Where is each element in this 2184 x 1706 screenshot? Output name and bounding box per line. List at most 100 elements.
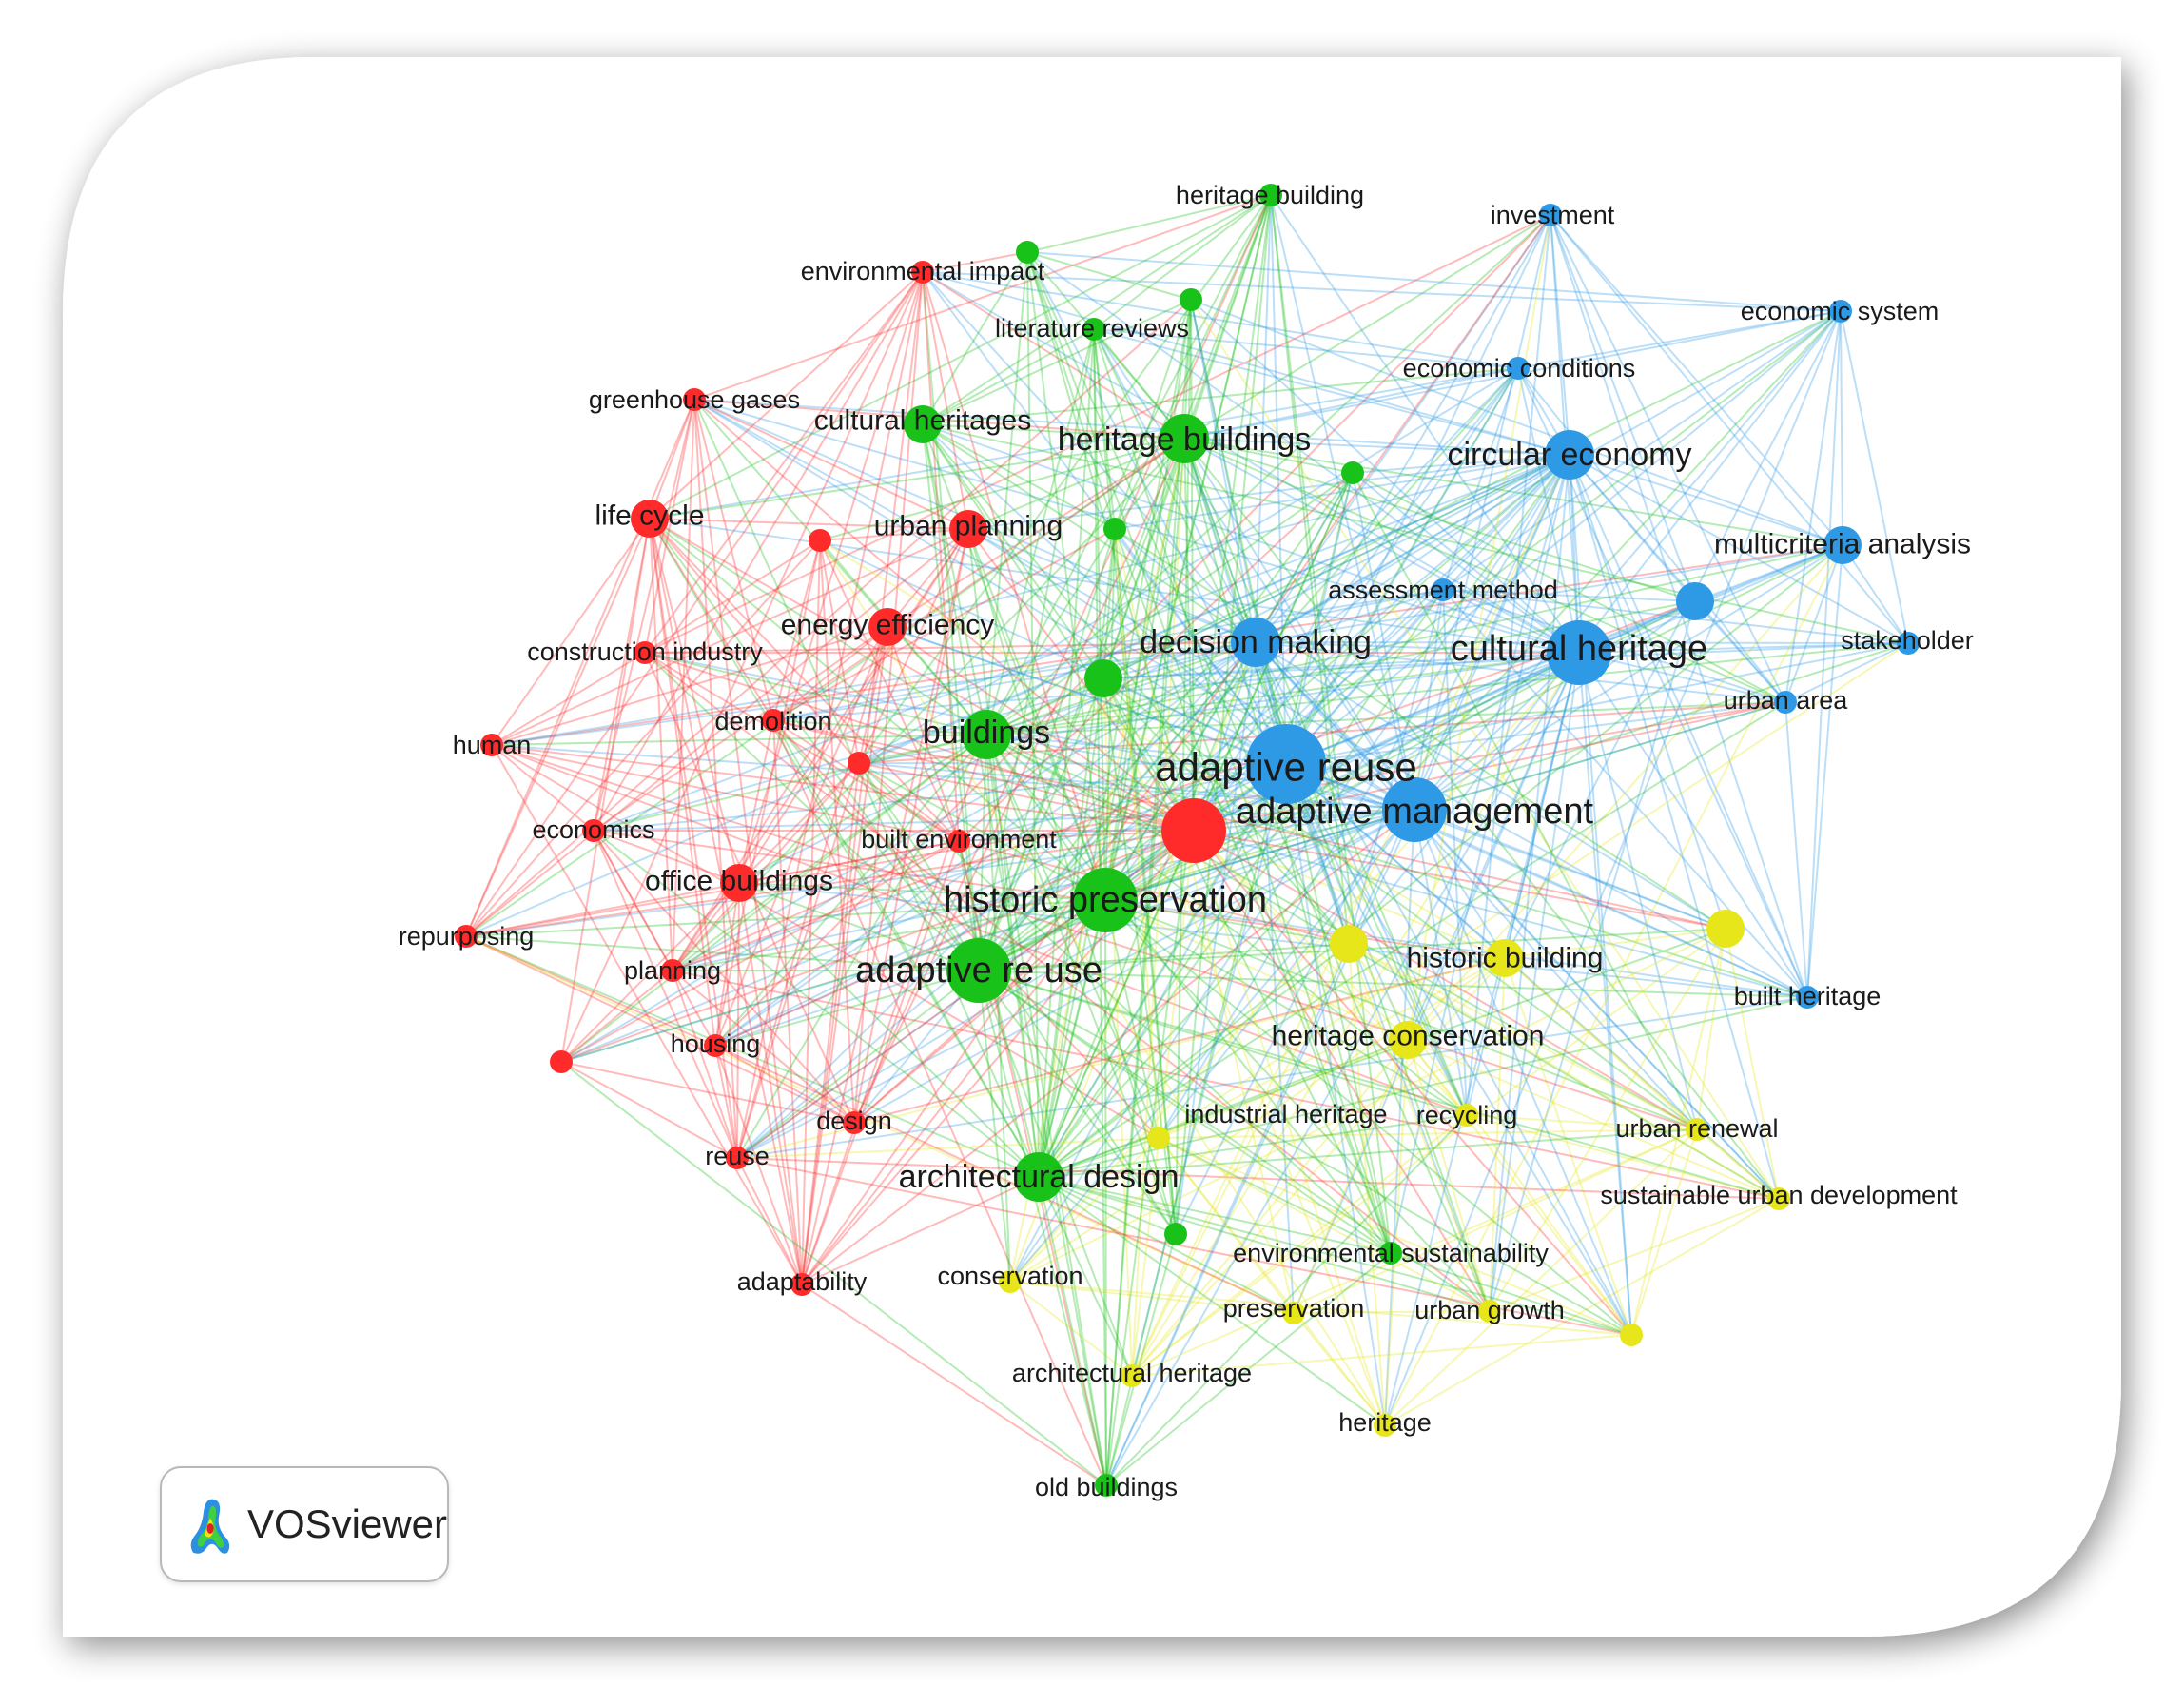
link-675 — [1694, 600, 1786, 703]
node-stakeholder[interactable] — [1897, 632, 1920, 655]
node-housing[interactable] — [704, 1034, 727, 1057]
node-life-cycle[interactable] — [631, 500, 669, 538]
node-investment[interactable] — [1539, 204, 1562, 226]
label-stakeholder: stakeholder — [1841, 626, 1974, 655]
node-architectural-design[interactable] — [1014, 1152, 1063, 1202]
node-urban-planning[interactable] — [949, 510, 987, 548]
link-603 — [560, 809, 1415, 1063]
link-522 — [1293, 652, 1580, 1314]
node-buildings[interactable] — [962, 710, 1011, 759]
link-27 — [985, 214, 1551, 735]
node-u-green-a[interactable] — [1016, 241, 1039, 264]
node-u-green-e[interactable] — [1084, 659, 1122, 697]
node-conservation[interactable] — [999, 1270, 1022, 1293]
node-urban-growth[interactable] — [1478, 1300, 1501, 1323]
node-u-red-b[interactable] — [848, 752, 870, 775]
node-multicriteria-analysis[interactable] — [1823, 526, 1862, 564]
node-heritage[interactable] — [1374, 1414, 1396, 1437]
node-construction-industry[interactable] — [634, 641, 656, 664]
node-environmental-sustainability[interactable] — [1379, 1242, 1402, 1265]
frame-panel — [63, 57, 2121, 1637]
node-reuse[interactable] — [726, 1147, 749, 1169]
link-699 — [1489, 928, 1726, 1312]
link-394 — [714, 641, 1257, 1047]
node-adaptive-reuse[interactable] — [1246, 724, 1326, 804]
link-378 — [1442, 589, 1808, 998]
node-u-red-c[interactable] — [550, 1050, 573, 1073]
node-historic-preservation[interactable] — [1073, 868, 1138, 932]
node-sustainable-urban-development[interactable] — [1767, 1187, 1790, 1210]
node-planning[interactable] — [661, 959, 684, 982]
node-decision-making[interactable] — [1231, 618, 1280, 667]
node-historic-building[interactable] — [1486, 939, 1524, 977]
link-618 — [922, 251, 1028, 273]
node-built-heritage[interactable] — [1796, 986, 1819, 1009]
node-environmental-impact[interactable] — [911, 261, 934, 284]
link-487 — [1696, 1128, 1780, 1200]
node-design[interactable] — [843, 1111, 866, 1134]
node-adaptive-management[interactable] — [1382, 777, 1447, 842]
link-578 — [819, 539, 960, 842]
link-449 — [1131, 1128, 1698, 1377]
label-historic-building: historic building — [1407, 943, 1604, 974]
link-506 — [1009, 957, 1506, 1283]
node-demolition[interactable] — [762, 709, 785, 732]
link-222 — [1578, 642, 1909, 654]
link-115 — [1038, 438, 1185, 1178]
node-preservation[interactable] — [1282, 1302, 1305, 1324]
node-circular-economy[interactable] — [1545, 430, 1594, 480]
link-585 — [858, 762, 1287, 765]
node-heritage-building[interactable] — [1259, 184, 1282, 206]
node-recycling[interactable] — [1455, 1104, 1478, 1127]
node-repurposing[interactable] — [455, 925, 478, 948]
link-411 — [593, 830, 855, 1124]
link-52 — [1384, 310, 1842, 1426]
node-energy-efficiency[interactable] — [868, 608, 907, 646]
link-558 — [1102, 677, 1386, 1426]
node-heritage-buildings[interactable] — [1160, 414, 1209, 463]
node-u-yellow-b[interactable] — [1706, 910, 1745, 948]
node-u-green-b[interactable] — [1180, 288, 1202, 311]
link-620 — [1190, 299, 1287, 765]
link-227 — [1285, 642, 1909, 765]
node-greenhouse-gases[interactable] — [683, 388, 706, 411]
node-urban-renewal[interactable] — [1686, 1118, 1708, 1141]
node-cultural-heritage[interactable] — [1547, 620, 1611, 685]
link-194 — [644, 652, 987, 735]
link-681 — [978, 943, 1350, 971]
node-heritage-conservation[interactable] — [1389, 1021, 1427, 1059]
node-built-environment[interactable] — [947, 830, 970, 853]
node-u-red-main[interactable] — [1161, 798, 1226, 863]
node-cultural-heritages[interactable] — [904, 405, 942, 443]
node-u-green-d[interactable] — [1341, 461, 1364, 484]
node-u-yellow-a[interactable] — [1330, 925, 1368, 963]
link-111 — [978, 438, 1185, 971]
link-165 — [1806, 544, 1843, 998]
link-415 — [1104, 899, 1160, 1139]
node-u-red-a[interactable] — [809, 529, 831, 552]
node-u-green-f[interactable] — [1164, 1223, 1187, 1245]
node-u-blue-a[interactable] — [1676, 582, 1714, 620]
link-202 — [985, 641, 1257, 735]
link-28 — [922, 271, 1287, 765]
node-urban-area[interactable] — [1774, 691, 1797, 714]
node-adaptive-re-use[interactable] — [946, 938, 1011, 1003]
link-303 — [465, 840, 960, 937]
node-assessment-method[interactable] — [1432, 578, 1454, 601]
node-human[interactable] — [480, 734, 503, 756]
node-economic-conditions[interactable] — [1507, 357, 1530, 380]
link-76 — [858, 367, 1519, 764]
node-economics[interactable] — [582, 819, 605, 842]
node-literature-reviews[interactable] — [1082, 318, 1105, 341]
node-adaptability[interactable] — [790, 1273, 813, 1296]
node-industrial-heritage[interactable] — [1147, 1127, 1170, 1149]
node-old-buildings[interactable] — [1095, 1474, 1118, 1497]
node-economic-system[interactable] — [1829, 300, 1852, 323]
node-office-buildings[interactable] — [720, 864, 758, 902]
node-architectural-heritage[interactable] — [1121, 1364, 1143, 1387]
node-u-yellow-c[interactable] — [1620, 1324, 1643, 1346]
node-u-green-c[interactable] — [1103, 518, 1126, 540]
link-429 — [1193, 830, 1468, 1116]
link-499 — [1009, 652, 1580, 1283]
link-181 — [887, 626, 1415, 811]
